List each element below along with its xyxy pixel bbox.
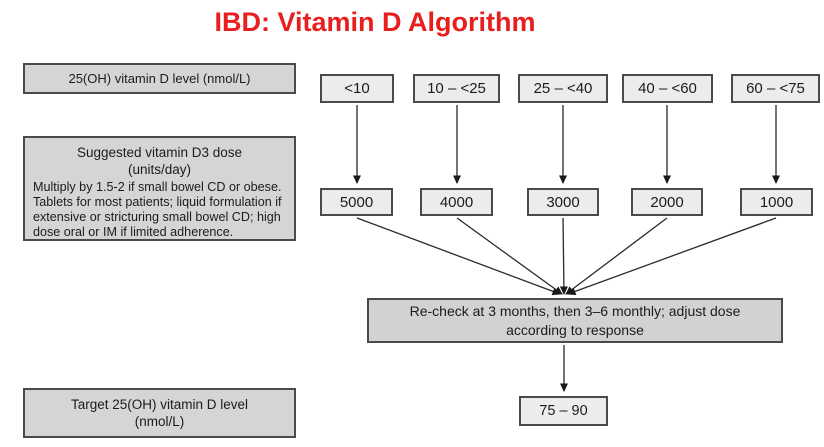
range-value: <10 <box>344 80 370 97</box>
arrow-dose-to-recheck-5 <box>567 217 777 296</box>
recheck-line2: according to response <box>506 321 644 338</box>
dose-note: Multiply by 1.5-2 if small bowel CD or o… <box>33 180 282 239</box>
dose-value: 3000 <box>546 193 580 211</box>
dose-label-box: Suggested vitamin D3 dose (units/day) Mu… <box>23 136 296 241</box>
dose-unit: (units/day) <box>127 162 192 177</box>
range-value: 60 – <75 <box>746 80 805 97</box>
target-label: Target 25(OH) vitamin D level <box>70 397 249 412</box>
dose-value: 2000 <box>650 193 684 211</box>
dose-title: Suggested vitamin D3 dose <box>76 145 243 160</box>
range-value: 40 – <60 <box>638 80 697 97</box>
dose-box-2: 4000 <box>420 188 493 216</box>
target-unit: (nmol/L) <box>134 414 185 429</box>
range-box-2: 10 – <25 <box>413 74 500 103</box>
dose-value: 1000 <box>759 193 794 211</box>
arrow-dose-to-recheck-1 <box>356 217 561 296</box>
target-value: 75 – 90 <box>539 403 588 419</box>
target-label-box: Target 25(OH) vitamin D level (nmol/L) <box>23 388 296 438</box>
arrow-dose-to-recheck-4 <box>565 217 668 295</box>
level-label: 25(OH) vitamin D level (nmol/L) <box>68 71 251 86</box>
range-box-5: 60 – <75 <box>731 74 820 103</box>
dose-box-4: 2000 <box>631 188 703 216</box>
dose-box-3: 3000 <box>527 188 599 216</box>
target-value-box: 75 – 90 <box>519 396 608 426</box>
dose-value: 4000 <box>439 193 474 211</box>
range-value: 10 – <25 <box>427 80 486 97</box>
range-box-1: <10 <box>320 74 394 103</box>
level-label-box: 25(OH) vitamin D level (nmol/L) <box>23 63 296 94</box>
arrow-dose-to-recheck-3 <box>559 217 568 295</box>
page-title: IBD: Vitamin D Algorithm <box>214 7 536 37</box>
arrow-dose-to-recheck-2 <box>456 217 563 295</box>
dose-value: 5000 <box>339 193 374 211</box>
recheck-line1: Re-check at 3 months, then 3–6 monthly; … <box>409 302 741 319</box>
dose-box-1: 5000 <box>320 188 393 216</box>
dose-box-5: 1000 <box>740 188 813 216</box>
recheck-box: Re-check at 3 months, then 3–6 monthly; … <box>367 298 783 343</box>
range-value: 25 – <40 <box>533 80 593 97</box>
range-box-3: 25 – <40 <box>518 74 608 103</box>
range-box-4: 40 – <60 <box>622 74 713 103</box>
